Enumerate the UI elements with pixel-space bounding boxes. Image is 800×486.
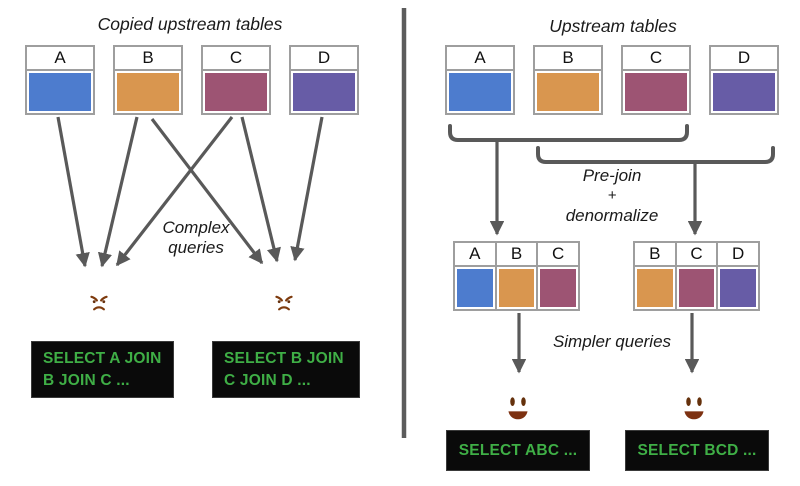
table-fill: [29, 73, 91, 111]
joined-col-label: B: [497, 243, 539, 265]
table-fill: [205, 73, 267, 111]
complex-queries-line2: queries: [168, 238, 224, 257]
table-label: B: [562, 48, 574, 67]
arrow-d-to-query2: [290, 116, 324, 262]
table-fill: [293, 73, 355, 111]
bracket-bcd: [536, 146, 775, 164]
prejoin-line1: Pre-join: [582, 166, 642, 185]
query-line: B JOIN C ...: [43, 371, 130, 389]
query-line: SELECT BCD ...: [637, 441, 757, 459]
table-header: D: [711, 47, 777, 71]
right-panel-title: Upstream tables: [549, 16, 677, 36]
right-table-c: C: [621, 45, 691, 115]
joined-col-fill: [678, 269, 715, 307]
joined-col-fill: [720, 269, 757, 307]
table-header: C: [203, 47, 269, 71]
prejoin-line3: denormalize: [565, 206, 659, 225]
grinning-face-emoji: [677, 390, 711, 429]
angry-face-emoji: [268, 286, 300, 323]
query-line: SELECT B JOIN: [224, 349, 344, 367]
left-table-b: B: [113, 45, 183, 115]
arrow-a-to-query1: [56, 116, 90, 268]
query-line: C JOIN D ...: [224, 371, 311, 389]
joined-col-fill: [540, 269, 577, 307]
table-header: C: [623, 47, 689, 71]
right-table-b: B: [533, 45, 603, 115]
joined-col-label: D: [732, 244, 745, 263]
query-box-select-abc: SELECT ABC ...: [446, 430, 590, 471]
joined-col-label: A: [455, 243, 497, 265]
query-box-select-bcd: SELECT BCD ...: [625, 430, 769, 471]
right-table-a: A: [445, 45, 515, 115]
table-fill: [625, 73, 687, 111]
right-table-d: D: [709, 45, 779, 115]
joined-col-label: C: [552, 244, 565, 263]
table-label: D: [737, 48, 751, 67]
prejoin-line2: +: [607, 187, 617, 204]
simpler-queries-label: Simpler queries: [552, 332, 672, 351]
table-label: B: [142, 48, 154, 67]
joined-col-fill: [498, 269, 535, 307]
query-line: SELECT ABC ...: [458, 441, 578, 459]
joined-col-label: C: [677, 243, 719, 265]
table-header: A: [27, 47, 93, 71]
arrow-b-to-query1: [97, 116, 139, 268]
table-label: C: [229, 48, 243, 67]
angry-face-emoji: [83, 286, 115, 323]
table-header: B: [535, 47, 601, 71]
table-fill: [117, 73, 179, 111]
table-fill: [449, 73, 511, 111]
joined-table-abc: A B C: [453, 241, 580, 311]
query-box-select-abc-join: SELECT A JOIN B JOIN C ...: [31, 341, 174, 398]
table-header: A: [447, 47, 513, 71]
table-label: A: [474, 48, 486, 67]
table-label: A: [54, 48, 66, 67]
table-label: C: [649, 48, 663, 67]
complex-queries-label: Complex queries: [136, 218, 256, 258]
table-fill: [713, 73, 775, 111]
query-box-select-bcd-join: SELECT B JOIN C JOIN D ...: [212, 341, 360, 398]
left-panel-title: Copied upstream tables: [97, 14, 283, 34]
complex-queries-line1: Complex: [162, 218, 230, 237]
left-table-a: A: [25, 45, 95, 115]
joined-col-fill: [457, 269, 493, 307]
bracket-abc: [448, 124, 689, 142]
left-table-d: D: [289, 45, 359, 115]
prejoin-denormalize-label: Pre-join + denormalize: [532, 166, 692, 226]
left-table-c: C: [201, 45, 271, 115]
joined-table-bcd: B C D: [633, 241, 760, 311]
table-header: B: [115, 47, 181, 71]
query-line: SELECT A JOIN: [43, 349, 162, 367]
table-label: D: [317, 48, 331, 67]
table-header: D: [291, 47, 357, 71]
joined-col-label: B: [635, 243, 677, 265]
joined-col-fill: [637, 269, 673, 307]
grinning-face-emoji: [501, 390, 535, 429]
table-fill: [537, 73, 599, 111]
